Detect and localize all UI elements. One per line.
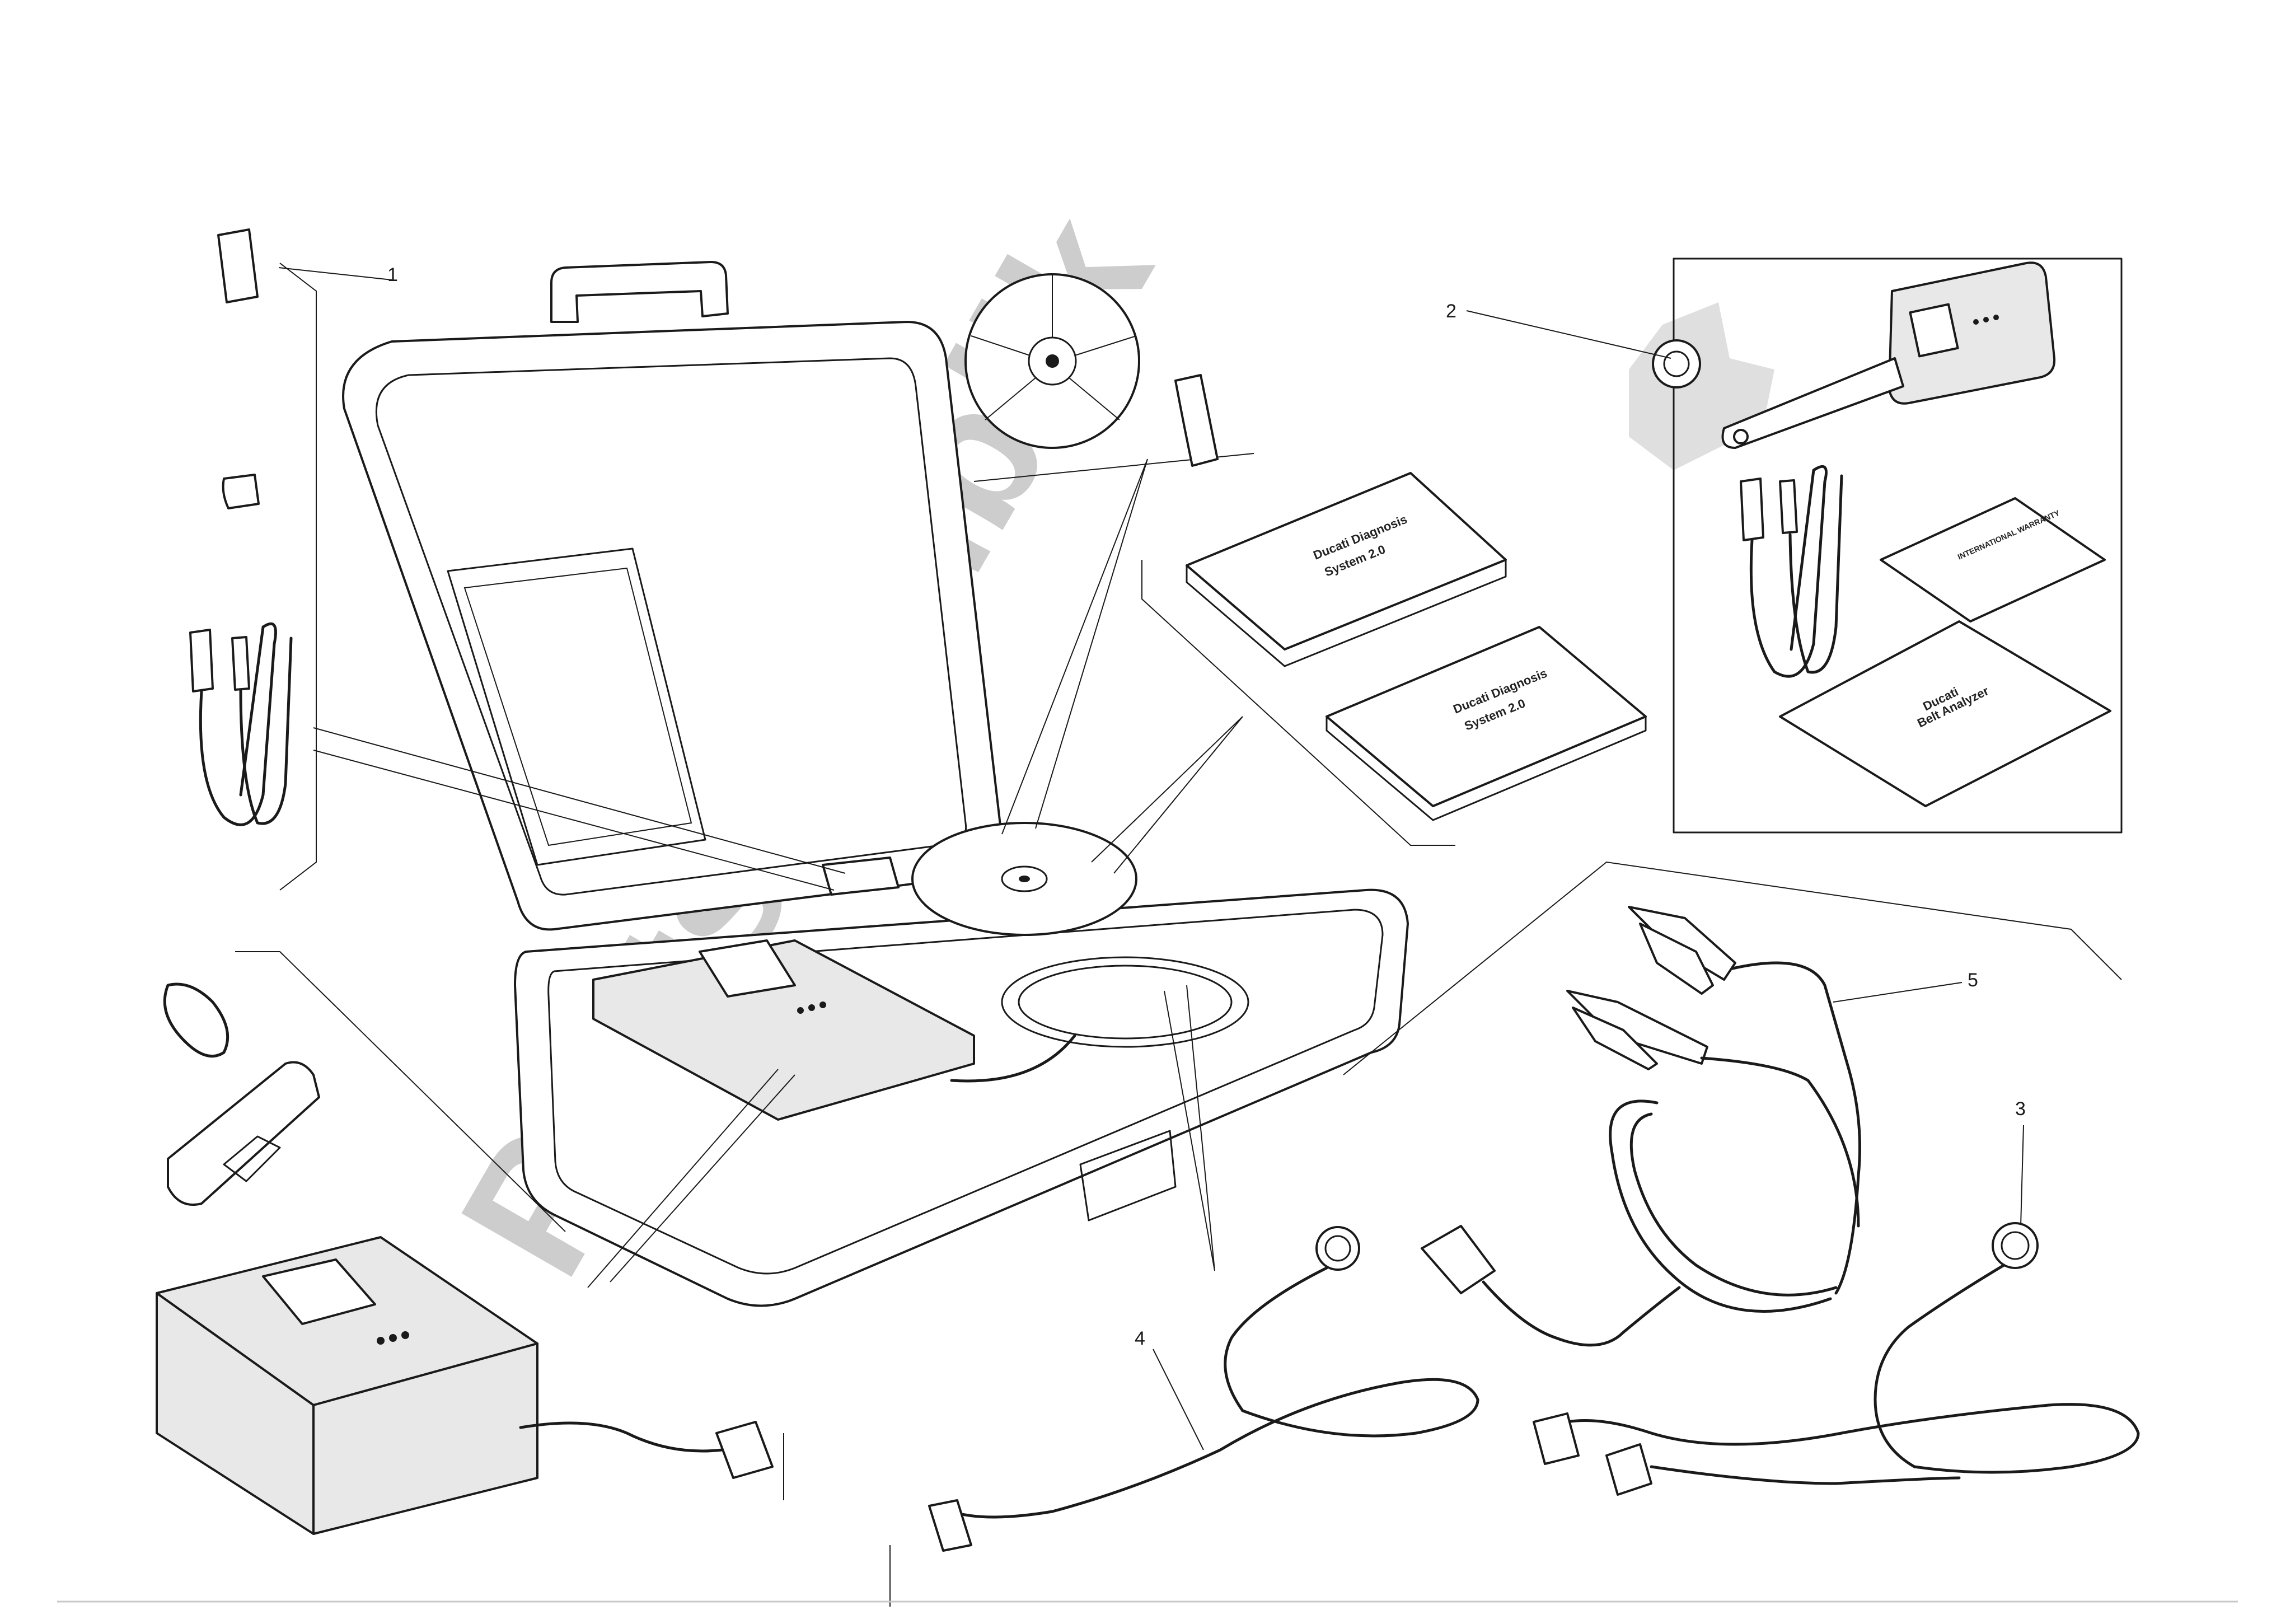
gear-icon [1652, 339, 1701, 389]
cd-group [964, 273, 1254, 482]
callout-1: 1 [387, 264, 398, 286]
callout-2: 2 [1446, 301, 1456, 322]
cable-4 [889, 1226, 1479, 1607]
belt-analyzer-icon [1721, 261, 2056, 449]
case-usb [822, 857, 900, 896]
usb-cable-icon [189, 622, 293, 826]
clamp-cable-icon [1421, 906, 1861, 1347]
connector-plug-icon [1605, 1443, 1652, 1496]
belt-analyzer-box [1673, 258, 2123, 834]
carabiner-icon [163, 982, 230, 1058]
strap-icon [167, 1061, 320, 1206]
connector-rect-icon [1533, 1412, 1580, 1465]
callout-5: 5 [1968, 970, 1978, 991]
belt-analyzer-kit: INTERNATIONAL WARRANTY Ducati Belt Analy… [1652, 258, 2123, 834]
diagnostic-tester-icon [156, 1236, 538, 1535]
watermark-gear-icon [1629, 302, 1774, 470]
case-coiled-cable [1001, 956, 1249, 1048]
manuals-group: Ducati Diagnosis System 2.0 Ducati Diagn… [1141, 472, 1647, 846]
callout-4: 4 [1135, 1328, 1145, 1349]
case-tester [592, 939, 975, 1121]
usb-group-top-left [189, 228, 317, 891]
carrying-case [342, 261, 1409, 1307]
dds-manual-b: Ducati Diagnosis System 2.0 [1326, 626, 1647, 821]
usb-stick-icon-2 [1174, 374, 1219, 467]
connector-plug-icon-2 [928, 1499, 972, 1552]
belt-analyzer-usb-cable [1740, 465, 1843, 678]
warranty-card: INTERNATIONAL WARRANTY [1880, 497, 2106, 623]
case-leader-lines [278, 267, 1243, 1288]
belt-analyzer-manual: Ducati Belt Analyzer [1779, 620, 2111, 807]
callouts: 1 2 5 3 4 [387, 264, 2026, 1349]
clamp-cable [1343, 861, 2122, 1347]
dds-manual-a: Ducati Diagnosis System 2.0 [1186, 472, 1507, 667]
callout-3: 3 [2015, 1098, 2026, 1120]
tester-connector [715, 1421, 774, 1479]
usb-stick-icon [217, 228, 259, 303]
connector-round-icon-2 [1315, 1226, 1360, 1271]
usb-cap [222, 474, 260, 509]
connector-round-icon [1992, 1222, 2039, 1269]
cable-3 [1533, 1125, 2140, 1496]
tester-group [156, 951, 784, 1535]
